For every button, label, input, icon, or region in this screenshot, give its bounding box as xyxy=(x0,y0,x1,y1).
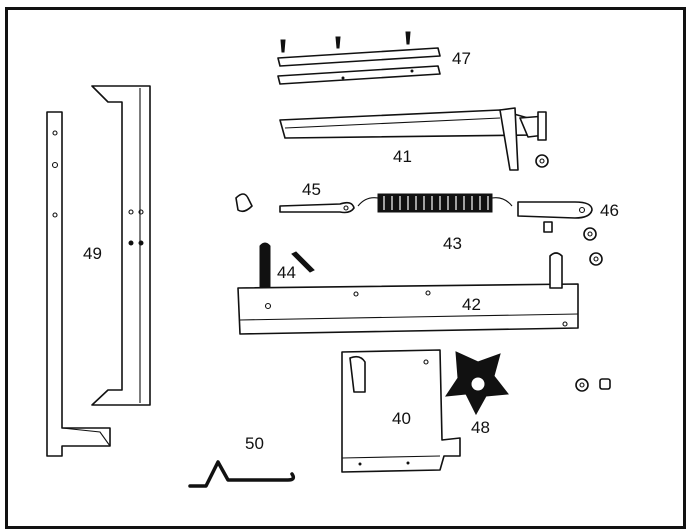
label-part-49: 49 xyxy=(83,244,102,263)
part-50-drawing xyxy=(188,460,296,488)
part-45-drawing xyxy=(235,193,355,214)
label-part-41: 41 xyxy=(393,147,412,166)
label-part-45: 45 xyxy=(302,180,321,199)
label-part-48: 48 xyxy=(471,418,490,437)
part-44-drawing xyxy=(259,242,315,291)
label-part-47: 47 xyxy=(452,49,471,68)
part-46-drawing xyxy=(517,201,603,266)
label-part-50: 50 xyxy=(245,434,264,453)
part-47-drawing xyxy=(277,31,441,85)
label-part-42: 42 xyxy=(462,295,481,314)
part-41-drawing xyxy=(279,107,549,171)
label-part-43: 43 xyxy=(443,234,462,253)
label-part-46: 46 xyxy=(600,201,619,220)
part-labels: 40 41 42 43 44 45 46 47 48 49 50 xyxy=(83,49,619,453)
part-42-drawing xyxy=(237,252,579,335)
label-part-40: 40 xyxy=(392,409,411,428)
part-40-drawing xyxy=(341,349,461,473)
part-49-drawing xyxy=(46,85,151,457)
part-43-drawing xyxy=(357,193,513,213)
part-48-drawing xyxy=(444,351,611,416)
label-part-44: 44 xyxy=(277,263,296,282)
